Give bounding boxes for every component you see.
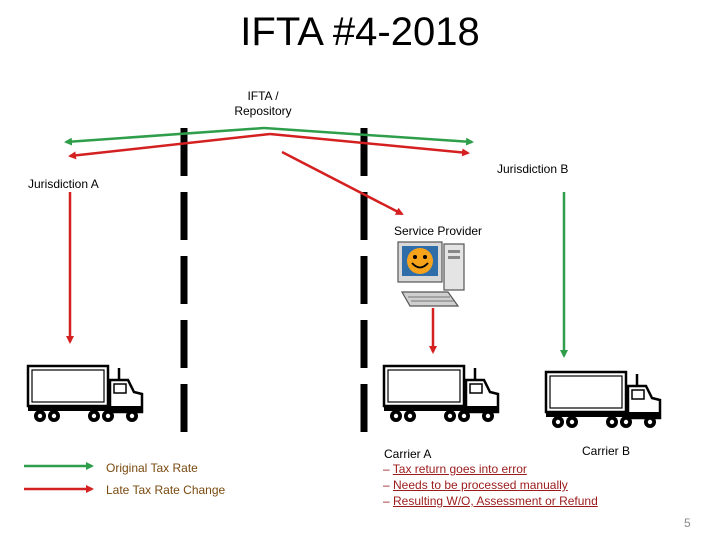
legend-original-label: Original Tax Rate <box>106 461 198 475</box>
note-item: – Resulting W/O, Assessment or Refund <box>383 494 598 508</box>
slide-title: IFTA #4-2018 <box>240 10 480 54</box>
carrier-b-label: Carrier B <box>582 444 631 458</box>
note-item: – Tax return goes into error <box>383 462 527 476</box>
repository-label: IFTA / Repository <box>234 89 292 118</box>
truck-icon-carrier-b <box>544 370 662 430</box>
carrier-a-label: Carrier A <box>384 447 432 461</box>
computer-icon <box>397 241 465 307</box>
green-arrow-to-jurisdiction-a <box>64 126 265 146</box>
red-arrow-to-jurisdiction-a <box>68 132 271 160</box>
smiley-icon <box>407 248 433 274</box>
red-arrow-to-jurisdiction-b <box>269 132 470 157</box>
note-item: – Needs to be processed manually <box>383 478 568 492</box>
red-arrow-to-service-provider <box>281 150 404 216</box>
truck-icon-carrier-a <box>382 364 500 424</box>
jurisdiction-a-label: Jurisdiction A <box>28 177 99 191</box>
page-number: 5 <box>684 516 691 530</box>
truck-icon-left <box>26 364 144 424</box>
green-arrow-to-jurisdiction-b <box>263 126 474 146</box>
legend-late-label: Late Tax Rate Change <box>106 483 226 497</box>
jurisdiction-b-label: Jurisdiction B <box>497 162 569 176</box>
service-provider-label: Service Provider <box>394 224 483 238</box>
